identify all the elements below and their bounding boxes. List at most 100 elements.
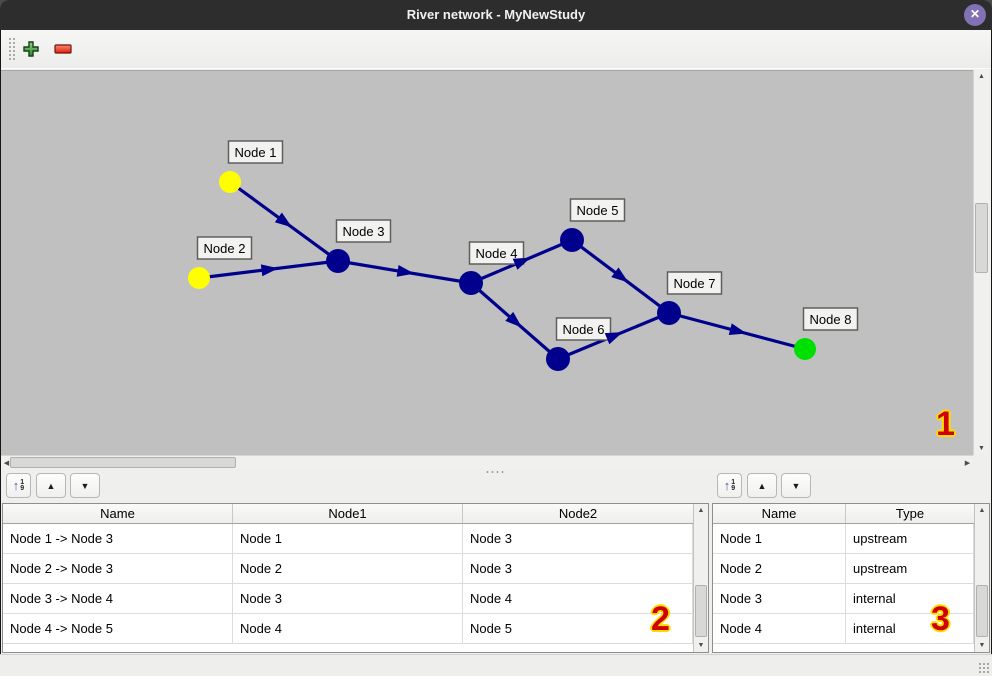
river-node[interactable] [219, 171, 241, 193]
river-node[interactable] [794, 338, 816, 360]
scroll-left-icon: ◀ [3, 459, 10, 467]
scroll-up-button[interactable]: ▲ [694, 504, 708, 517]
plus-icon [22, 40, 40, 61]
table-cell: Node 1 [233, 524, 463, 553]
scroll-right-button[interactable]: ▶ [962, 456, 973, 469]
table-cell: internal [846, 584, 974, 613]
titlebar[interactable]: River network - MyNewStudy ✕ [0, 0, 992, 30]
up-arrow-icon: ▲ [757, 480, 767, 491]
status-bar [0, 654, 992, 676]
edge-arrow-icon [505, 311, 523, 328]
nodes-table-vscrollbar[interactable]: ▲ ▼ [974, 504, 989, 652]
river-node[interactable] [657, 301, 681, 325]
vscroll-thumb[interactable] [695, 585, 707, 637]
remove-button[interactable] [50, 37, 76, 63]
node-label-box [335, 219, 392, 243]
table-cell: Node 3 [713, 584, 846, 613]
node-label: Node 7 [674, 276, 716, 291]
node-label-box [569, 198, 626, 222]
column-header[interactable]: Type [895, 506, 925, 521]
scroll-up-button[interactable]: ▲ [974, 70, 989, 83]
node-label-box [468, 241, 525, 265]
scroll-down-icon: ▼ [978, 642, 986, 649]
close-icon: ✕ [969, 7, 981, 21]
scrollbar-corner [973, 455, 991, 469]
table-cell: Node 3 -> Node 4 [3, 584, 233, 613]
table-cell: upstream [846, 554, 974, 583]
river-node[interactable] [188, 267, 210, 289]
river-node[interactable] [459, 271, 483, 295]
close-button[interactable]: ✕ [964, 4, 986, 26]
scroll-down-icon: ▼ [697, 642, 705, 649]
river-node[interactable] [546, 347, 570, 371]
reaches-table-vscrollbar[interactable]: ▲ ▼ [693, 504, 708, 652]
column-header[interactable]: Node1 [233, 504, 463, 523]
reaches-move-down-button[interactable]: ▼ [70, 473, 100, 498]
vscroll-thumb[interactable] [976, 585, 988, 637]
scroll-down-icon: ▼ [978, 445, 985, 452]
scroll-up-icon: ▲ [697, 507, 705, 514]
reaches-move-up-button[interactable]: ▲ [36, 473, 66, 498]
node-label: Node 8 [810, 312, 852, 327]
river-node[interactable] [560, 228, 584, 252]
nodes-move-down-button[interactable]: ▼ [781, 473, 811, 498]
node-label-box [196, 236, 253, 260]
up-arrow-icon: ▲ [46, 480, 56, 491]
node-label: Node 5 [577, 203, 619, 218]
hscroll-thumb[interactable] [10, 457, 236, 468]
edge-arrow-icon [260, 264, 279, 277]
table-cell: Node 4 [713, 614, 846, 643]
scroll-left-button[interactable]: ◀ [1, 456, 12, 469]
table-cell: Node 5 [463, 614, 693, 643]
resize-grip[interactable] [978, 662, 989, 673]
table-cell: Node 2 [233, 554, 463, 583]
scroll-down-button[interactable]: ▼ [974, 442, 989, 455]
node-label-box [227, 140, 284, 164]
column-header[interactable]: Name [3, 504, 233, 523]
node-label: Node 6 [563, 322, 605, 337]
river-node[interactable] [326, 249, 350, 273]
table-cell: upstream [846, 524, 974, 553]
add-button[interactable] [18, 37, 44, 63]
table-cell: Node 3 [233, 584, 463, 613]
horizontal-splitter-handle[interactable] [485, 470, 505, 474]
nodes-move-up-button[interactable]: ▲ [747, 473, 777, 498]
scroll-down-button[interactable]: ▼ [975, 639, 989, 652]
node-label: Node 2 [204, 241, 246, 256]
canvas-hscrollbar[interactable]: ◀ ▶ [1, 455, 973, 469]
scroll-up-icon: ▲ [978, 73, 985, 80]
column-header[interactable]: Name [713, 504, 846, 523]
table-cell: Node 3 [463, 524, 693, 553]
scroll-down-button[interactable]: ▼ [694, 639, 708, 652]
vscroll-thumb[interactable] [975, 203, 988, 273]
table-cell: Node 1 [713, 524, 846, 553]
table-cell: Node 3 [463, 554, 693, 583]
scroll-up-button[interactable]: ▲ [975, 504, 989, 517]
node-label: Node 4 [476, 246, 518, 261]
window-title: River network - MyNewStudy [406, 7, 586, 22]
table-cell: internal [846, 614, 974, 643]
canvas-vscrollbar[interactable]: ▲ ▼ [973, 70, 989, 455]
minus-icon [54, 43, 72, 58]
scroll-up-icon: ▲ [978, 507, 986, 514]
toolbar-drag-handle[interactable] [8, 37, 16, 62]
column-header[interactable]: Node2 [558, 506, 598, 521]
